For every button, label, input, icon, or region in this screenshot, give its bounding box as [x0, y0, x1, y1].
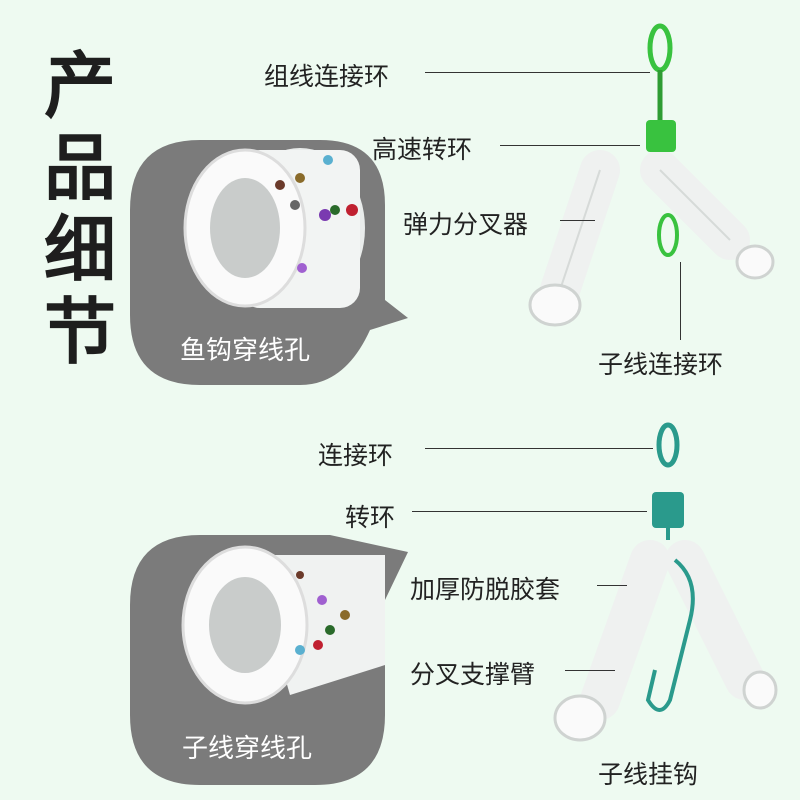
title-char: 品 — [43, 126, 116, 210]
label-main-line-ring: 组线连接环 — [264, 62, 390, 91]
label-leader-ring: 子线连接环 — [598, 350, 724, 379]
bottom-tube-closeup — [181, 545, 385, 705]
label-high-speed-swivel: 高速转环 — [372, 135, 473, 164]
title-char: 节 — [43, 290, 116, 374]
bottom-bubble-label: 子线穿线孔 — [182, 734, 313, 764]
page-title: 产 品 细 节 — [40, 45, 120, 373]
label-leader-hook: 子线挂钩 — [598, 760, 699, 789]
top-tube-closeup — [183, 148, 365, 308]
leader-line — [560, 220, 595, 221]
leader-line — [565, 670, 615, 671]
leader-line — [500, 145, 640, 146]
label-swivel: 转环 — [345, 503, 396, 532]
bottom-swivel-assembly — [553, 422, 778, 742]
leader-line — [425, 72, 650, 73]
title-char: 细 — [43, 208, 116, 292]
leader-line — [425, 448, 653, 449]
title-char: 产 — [43, 44, 116, 128]
leader-line — [597, 585, 627, 586]
label-thick-sleeve: 加厚防脱胶套 — [410, 575, 561, 604]
leader-line — [412, 511, 647, 512]
label-support-arm: 分叉支撑臂 — [410, 660, 536, 689]
top-bubble-label: 鱼钩穿线孔 — [180, 336, 311, 366]
leader-line — [680, 262, 681, 340]
label-elastic-splitter: 弹力分叉器 — [403, 210, 529, 239]
top-swivel-assembly — [528, 23, 775, 327]
label-connect-ring: 连接环 — [318, 441, 394, 470]
